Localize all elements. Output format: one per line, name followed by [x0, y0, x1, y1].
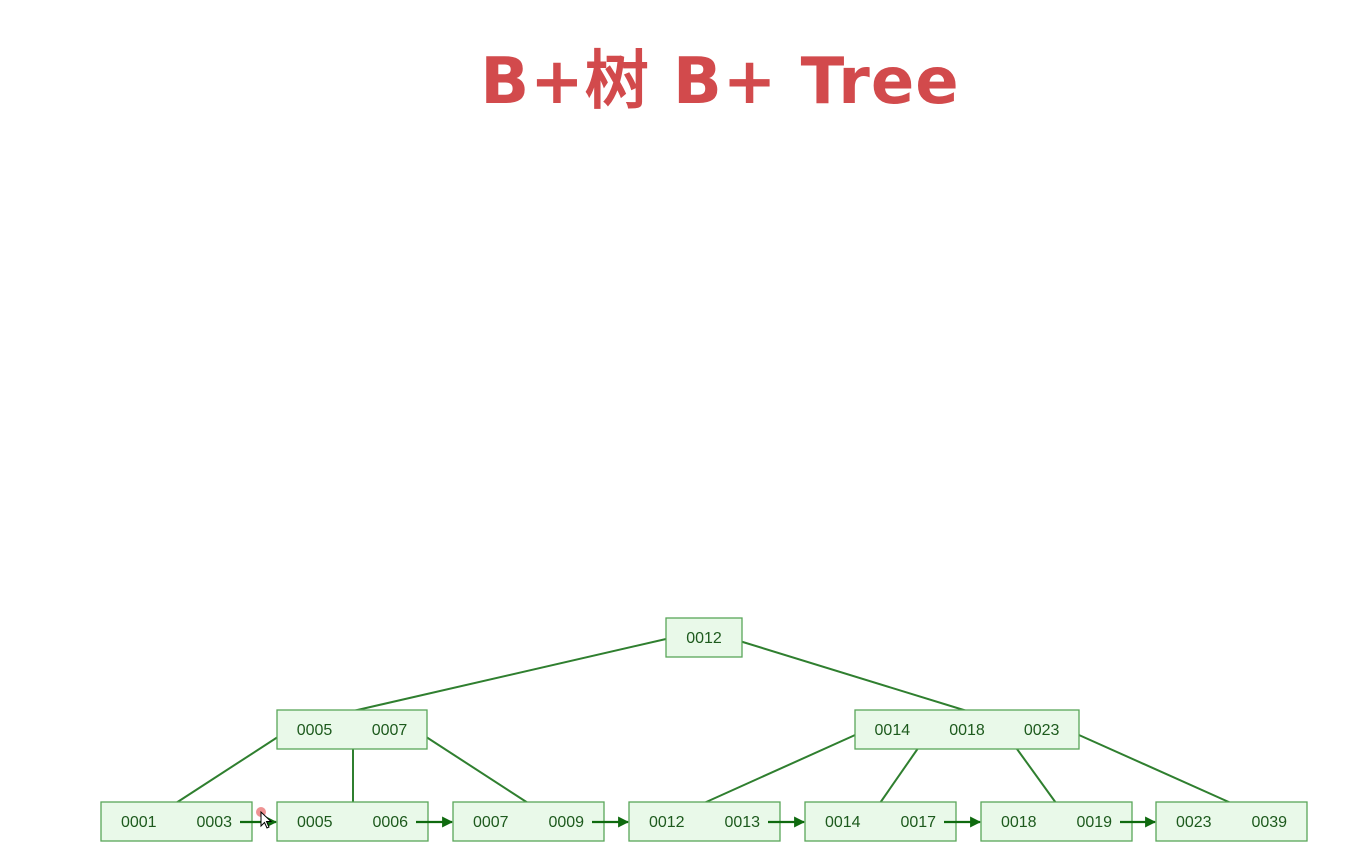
node-key: 0014	[825, 814, 861, 831]
tree-edge	[416, 730, 529, 804]
tree-edge	[732, 638, 968, 712]
leaf-node: 0001 0003	[100, 801, 253, 842]
node-key: 0005	[297, 814, 333, 831]
leaf-node: 0012 0013	[628, 801, 781, 842]
node-key: 0012	[649, 814, 685, 831]
tree-edge	[1069, 730, 1232, 804]
node-key: 0018	[1001, 814, 1037, 831]
internal-node: 0014 0018 0023	[854, 709, 1080, 750]
node-box	[276, 709, 428, 750]
node-key: 0017	[900, 814, 936, 831]
node-box	[665, 617, 743, 658]
node-box	[980, 801, 1133, 842]
internal-node: 0005 0007	[276, 709, 428, 750]
node-key: 0019	[1076, 814, 1112, 831]
tree-nodes: 0012 0005 0007 0014 0018 0023 0001 0003 0005 0006…	[100, 617, 1308, 842]
tree-edge	[352, 638, 667, 712]
root-node: 0012	[665, 617, 743, 658]
node-key: 0014	[875, 722, 911, 739]
node-key: 0006	[372, 814, 408, 831]
leaf-node: 0018 0019	[980, 801, 1133, 842]
page-title: B+树 B+ Tree	[480, 45, 960, 119]
node-key: 0005	[297, 722, 333, 739]
node-key: 0007	[372, 722, 408, 739]
tree-edge	[703, 730, 865, 804]
node-box	[1155, 801, 1308, 842]
node-box	[854, 709, 1080, 750]
node-key: 0023	[1176, 814, 1212, 831]
node-key: 0023	[1024, 722, 1060, 739]
node-box	[100, 801, 253, 842]
leaf-node: 0023 0039	[1155, 801, 1308, 842]
node-box	[452, 801, 605, 842]
node-key: 0013	[724, 814, 760, 831]
node-key: 0009	[548, 814, 584, 831]
node-key: 0001	[121, 814, 157, 831]
mouse-cursor-icon	[256, 807, 273, 829]
leaf-node: 0007 0009	[452, 801, 605, 842]
node-key: 0018	[949, 722, 985, 739]
leaf-node: 0014 0017	[804, 801, 957, 842]
node-key: 0007	[473, 814, 509, 831]
node-key: 0039	[1251, 814, 1287, 831]
node-key: 0012	[686, 630, 722, 647]
tree-edge	[175, 730, 288, 804]
leaf-node: 0005 0006	[276, 801, 429, 842]
node-box	[276, 801, 429, 842]
node-key: 0003	[196, 814, 232, 831]
